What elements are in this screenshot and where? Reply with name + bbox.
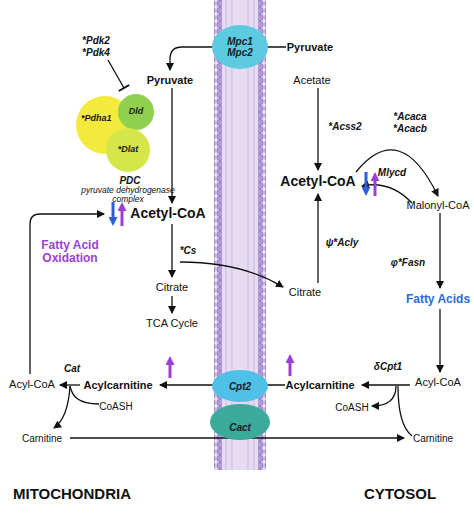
- pathway-label: TCA Cycle: [146, 317, 198, 329]
- enzyme-label: *Pdk2: [82, 35, 110, 46]
- increase-arrow: [374, 176, 377, 196]
- node-text: Cpt2: [229, 381, 251, 392]
- metabolite-label: Citrate: [289, 286, 321, 298]
- metabolite-label: Acyl-CoA: [415, 376, 461, 388]
- inhibition-bar: [119, 85, 129, 91]
- metabolite-label: Acylcarnitine: [83, 379, 152, 391]
- enzyme-label: φ*Fasn: [391, 257, 425, 268]
- membrane-heads-left: [214, 0, 222, 470]
- complex-label: PDC: [119, 175, 140, 186]
- metabolite-label: Pyruvate: [287, 41, 333, 53]
- cs-arrow: [171, 224, 172, 277]
- coash-out-curve: [372, 386, 396, 406]
- cat-arrow: [60, 384, 80, 385]
- metabolite-label: Carnitine: [413, 433, 453, 444]
- enzyme-label: δCpt1: [374, 361, 402, 372]
- decrease-arrow: [112, 202, 115, 222]
- activation-arrow: [439, 309, 440, 372]
- metabolite-label: Pyruvate: [147, 74, 193, 86]
- node-text: *Pdha1: [81, 114, 112, 124]
- enzyme-label: ψ*Acly: [326, 237, 359, 248]
- enzyme-label: *Acss2: [328, 121, 361, 132]
- enzyme-label: *Acaca: [393, 111, 426, 122]
- acly-arrow: [317, 194, 318, 283]
- enzyme-circle: *Dlat: [106, 128, 150, 172]
- node-text: Mpc1 Mpc2: [227, 36, 253, 58]
- cpt1-arrow: [362, 384, 410, 385]
- metabolite-label: Carnitine: [22, 433, 62, 444]
- increase-arrow: [289, 358, 292, 376]
- carnitine-in-curve: [398, 386, 412, 436]
- metabolite-label: Acylcarnitine: [285, 379, 354, 391]
- pathway-label: Fatty Acids: [406, 293, 470, 306]
- fasn-arrow: [439, 213, 440, 288]
- complex-name: pyruvate dehydrogenase complex: [78, 186, 178, 205]
- transporter-oval: Cact: [210, 404, 270, 440]
- node-text: Dld: [129, 107, 144, 117]
- pathway-label: Fatty Acid Oxidation: [37, 239, 103, 265]
- fao-arrow: [30, 214, 104, 374]
- node-text: *Dlat: [118, 145, 139, 155]
- metabolite-label: Acetate: [293, 74, 330, 86]
- compartment-label: MITOCHONDRIA: [13, 486, 131, 503]
- mlycd-arrow: [362, 185, 412, 203]
- compartment-label: CYTOSOL: [364, 486, 436, 503]
- enzyme-label: *Acacb: [393, 123, 427, 134]
- inhibition-line: [108, 60, 124, 88]
- transporter-oval: Mpc1 Mpc2: [212, 25, 268, 69]
- acss2-arrow: [317, 88, 318, 170]
- metabolite-label: Malonyl-CoA: [407, 199, 470, 211]
- enzyme-label: Mlycd: [378, 167, 406, 178]
- metabolite-label: CoASH: [99, 401, 132, 412]
- enzyme-label: *Cs: [180, 245, 197, 256]
- enzyme-label: *Pdk4: [82, 47, 110, 58]
- metabolite-label: CoASH: [335, 402, 368, 413]
- metabolite-label: Acyl-CoA: [9, 378, 55, 390]
- carnitine-out-curve: [54, 386, 70, 428]
- decrease-arrow: [365, 172, 368, 192]
- acc-arrow: [356, 150, 438, 196]
- enzyme-label: Cat: [64, 363, 80, 374]
- increase-arrow: [121, 206, 124, 226]
- transporter-oval: Cpt2: [212, 370, 268, 402]
- membrane-heads-right: [258, 0, 266, 470]
- citrate-export-arrow: [180, 262, 283, 287]
- metabolite-label: Acetyl-CoA: [130, 206, 205, 221]
- metabolite-label: Acetyl-CoA: [280, 174, 355, 189]
- metabolite-label: Citrate: [156, 281, 188, 293]
- tca-arrow: [171, 296, 172, 313]
- increase-arrow: [169, 360, 172, 378]
- enzyme-circle: Dld: [118, 94, 154, 130]
- node-text: Cact: [229, 422, 251, 433]
